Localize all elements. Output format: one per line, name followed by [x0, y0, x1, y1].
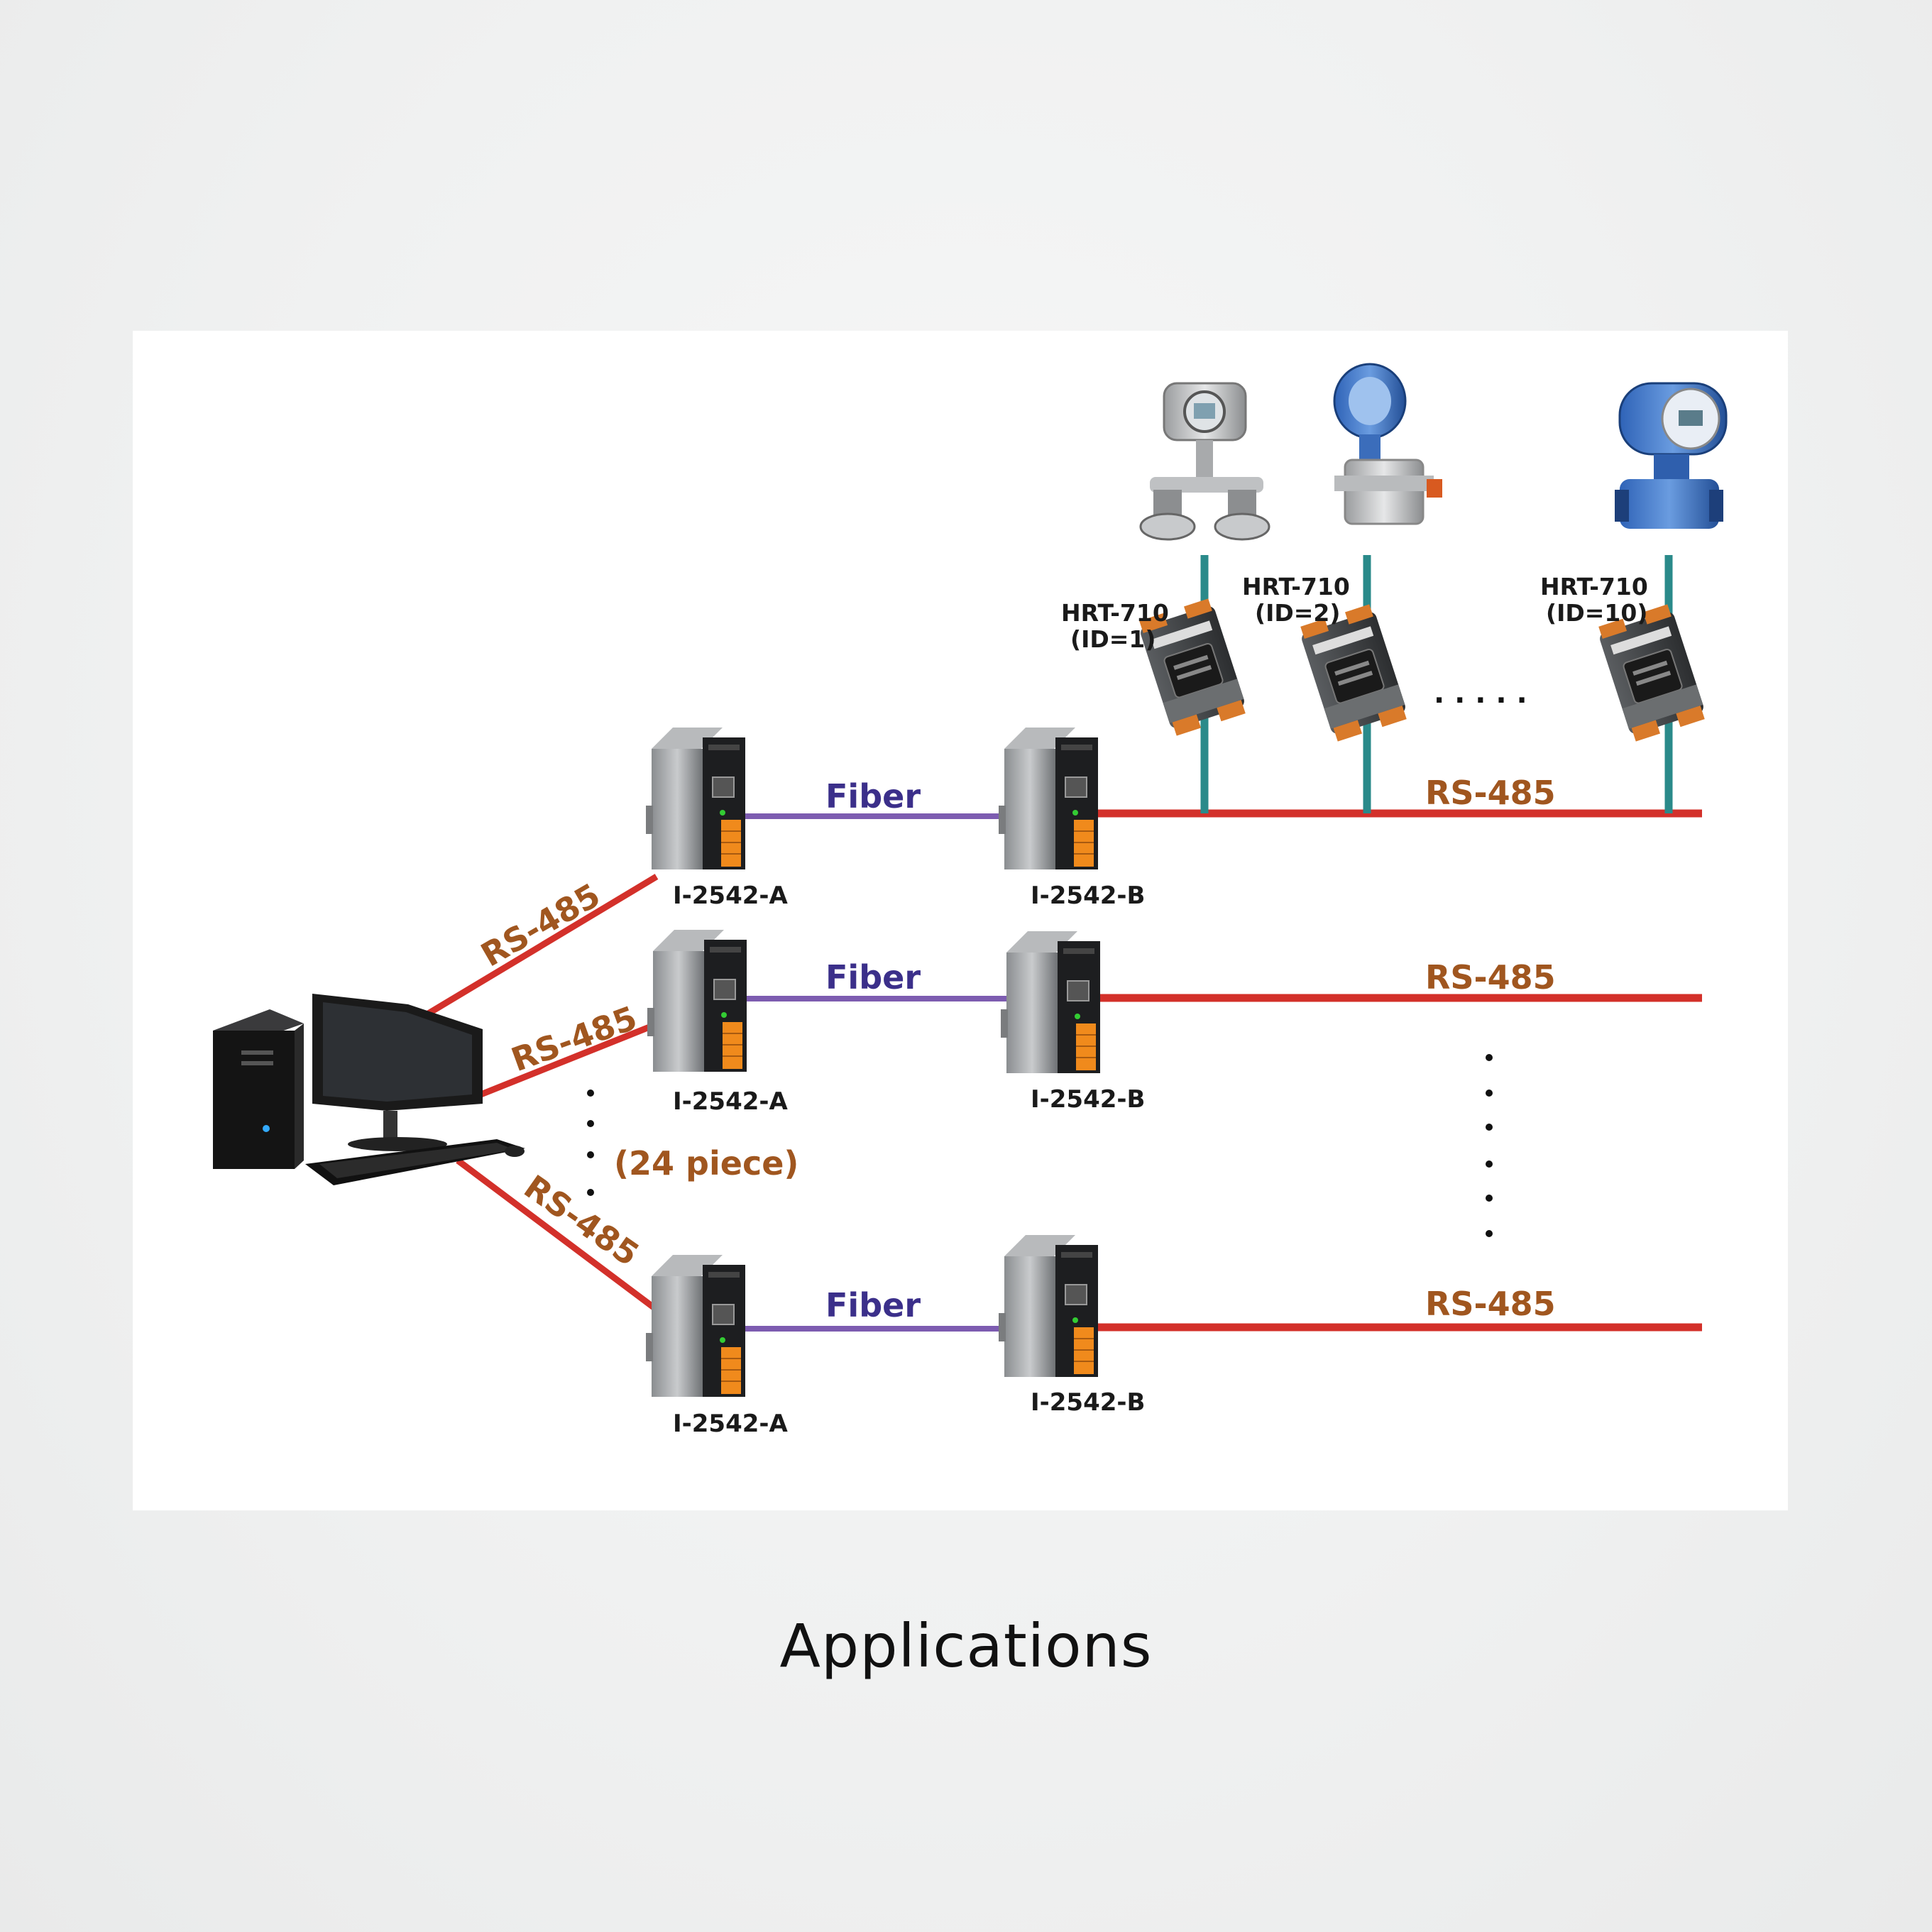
hrt-label-2-id: (ID=2) — [1255, 599, 1340, 627]
converter-a-middle-label: I-2542-A — [673, 1087, 789, 1116]
hrt-label-3-id: (ID=10) — [1546, 599, 1647, 627]
din-rail-converter-icon — [645, 1254, 746, 1398]
fiber-links — [735, 813, 1011, 1332]
hrt-label-3-model: HRT-710 — [1540, 573, 1648, 600]
converter-b-middle — [1000, 931, 1101, 1074]
fiber-label-bottom: Fiber — [825, 1286, 921, 1324]
converter-b-top-label: I-2542-B — [1031, 882, 1145, 910]
pressure-transmitter-icon — [1333, 363, 1442, 525]
converter-a-top-label: I-2542-A — [673, 882, 789, 910]
ellipsis-horizontal: . . . . . — [1434, 677, 1527, 710]
fiber-label-middle: Fiber — [825, 958, 921, 997]
din-rail-converter-icon — [645, 727, 746, 870]
page-caption: Applications — [779, 1611, 1153, 1681]
desktop-computer-icon — [213, 994, 525, 1185]
rs485-bus-lines — [1090, 809, 1702, 1332]
rs485-label-pc-middle: RS-485 — [506, 999, 642, 1080]
rs485-line-pc-to-bottom — [456, 1158, 659, 1312]
converter-a-bottom-label: I-2542-A — [673, 1410, 789, 1438]
converter-b-bottom — [998, 1234, 1099, 1378]
converter-b-middle-label: I-2542-B — [1031, 1085, 1145, 1114]
diagram-panel — [133, 331, 1788, 1510]
ellipsis-vertical-right — [1486, 1054, 1493, 1237]
rs485-line-pc-to-top — [424, 874, 659, 1018]
rs485-label-middle-right: RS-485 — [1425, 958, 1556, 997]
ellipsis-vertical-left — [587, 1090, 594, 1196]
rs485-links-from-pc — [424, 874, 659, 1312]
converter-a-top — [645, 727, 746, 870]
hrt-label-2-model: HRT-710 — [1242, 573, 1350, 600]
count-note: (24 piece) — [614, 1144, 798, 1182]
converter-a-middle — [647, 929, 747, 1072]
rs485-label-pc-top: RS-485 — [475, 876, 607, 975]
hrt-label-1-model: HRT-710 — [1061, 599, 1169, 627]
rs485-label-top-right: RS-485 — [1425, 774, 1556, 812]
rs485-label-bottom-right: RS-485 — [1425, 1285, 1556, 1323]
din-rail-converter-icon — [647, 929, 747, 1072]
fiber-label-top: Fiber — [825, 777, 921, 816]
converter-a-bottom — [645, 1254, 746, 1398]
hrt-label-1-id: (ID=1) — [1070, 625, 1156, 653]
pressure-transmitter-icon — [1139, 382, 1270, 541]
din-rail-converter-icon — [998, 727, 1099, 870]
rs485-line-pc-to-middle — [474, 1021, 658, 1100]
din-rail-converter-icon — [1000, 931, 1101, 1074]
pressure-transmitter-icon — [1615, 382, 1728, 529]
converter-b-bottom-label: I-2542-B — [1031, 1388, 1145, 1417]
din-rail-converter-icon — [998, 1234, 1099, 1378]
converter-b-top — [998, 727, 1099, 870]
